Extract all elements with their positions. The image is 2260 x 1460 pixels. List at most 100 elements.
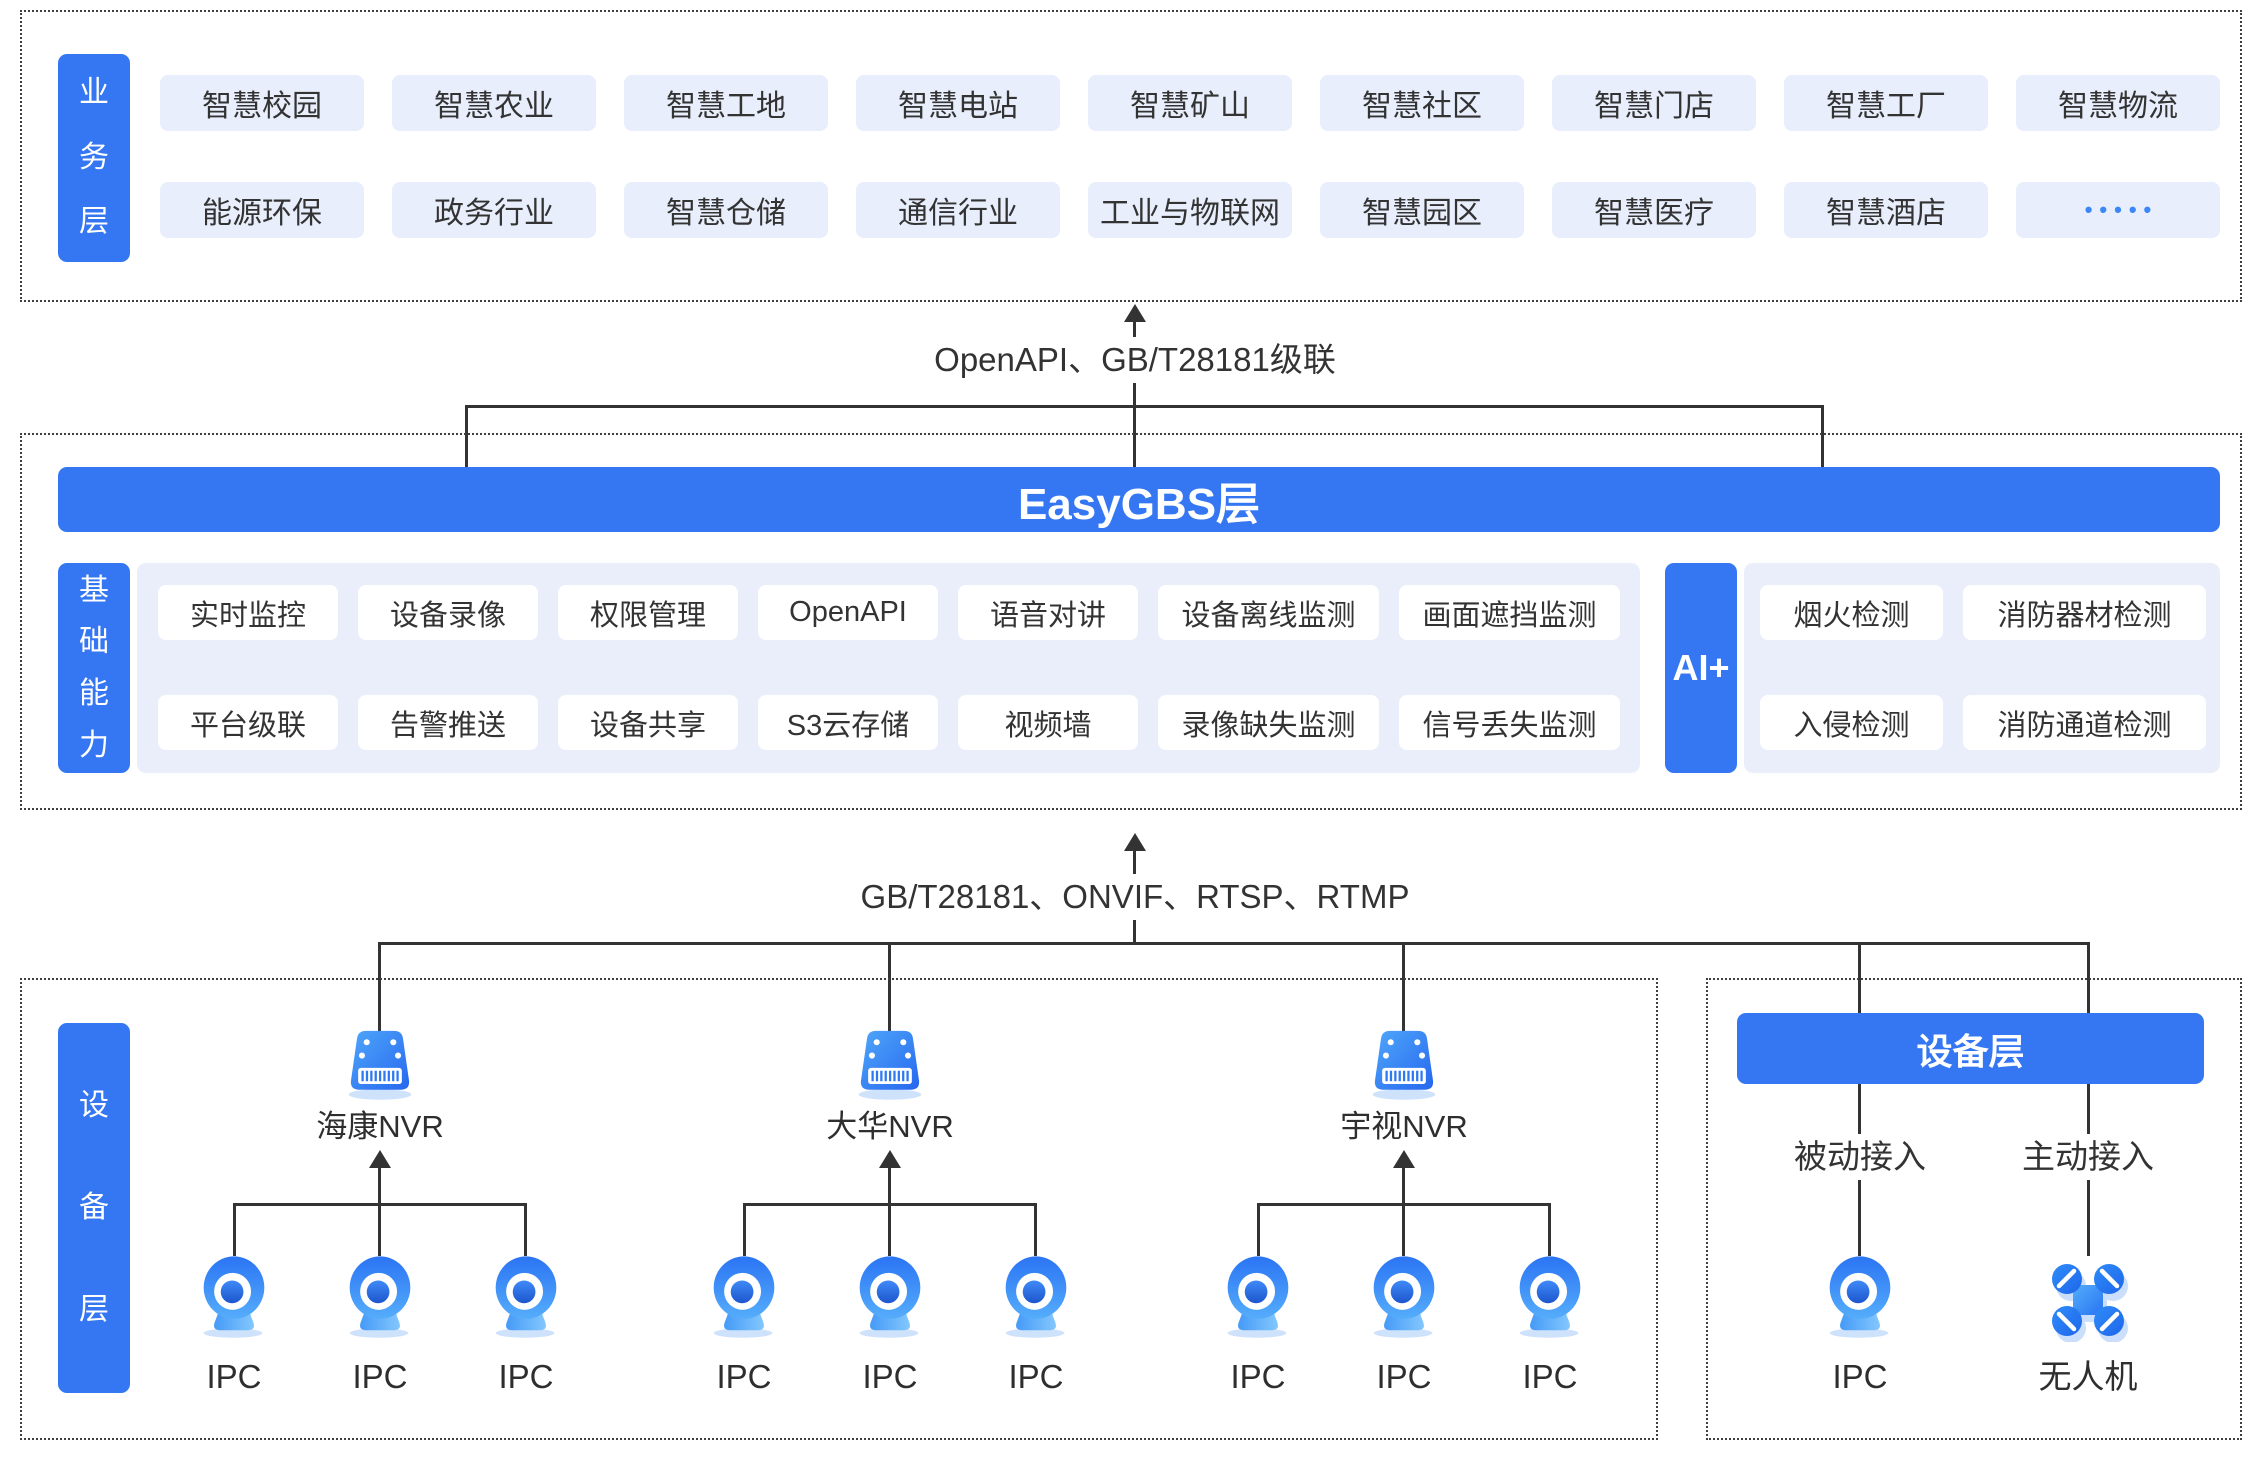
business-pill: 能源环保	[160, 182, 364, 238]
ipc-camera-icon	[1514, 1256, 1586, 1340]
ipc-camera-icon	[198, 1256, 270, 1340]
capability-pill: 实时监控	[158, 585, 338, 640]
capability-pill: 设备共享	[558, 695, 738, 750]
bottom-connector-label: GB/T28181、ONVIF、RTSP、RTMP	[844, 874, 1426, 920]
connector-line	[743, 1203, 1037, 1206]
ai-row-2: 入侵检测 消防通道检测	[1760, 695, 2206, 750]
connector-line	[1548, 1203, 1551, 1256]
connector-line	[1034, 1203, 1037, 1256]
capability-pill: 画面遮挡监测	[1399, 585, 1620, 640]
ai-pill: 烟火检测	[1760, 585, 1943, 640]
capability-pill: 视频墙	[958, 695, 1138, 750]
business-layer-box	[20, 10, 2242, 302]
ai-plus-label: AI+	[1665, 563, 1737, 773]
capability-pill: 告警推送	[358, 695, 538, 750]
ipc-camera-icon	[1824, 1256, 1896, 1340]
ipc-label: IPC	[1008, 1358, 1064, 1395]
ipc-label: IPC	[352, 1358, 408, 1395]
more-dots-icon: •••••	[2084, 197, 2159, 222]
business-pill: 智慧医疗	[1552, 182, 1756, 238]
easygbs-banner: EasyGBS层	[58, 467, 2220, 532]
capability-pill: 设备离线监测	[1158, 585, 1379, 640]
nvr-icon	[338, 1028, 422, 1104]
ipc-camera-icon	[344, 1256, 416, 1340]
access-mode-label: 主动接入	[2016, 1134, 2160, 1180]
capability-pill: S3云存储	[758, 695, 938, 750]
connector-line	[233, 1203, 527, 1206]
connector-line	[888, 1166, 891, 1256]
connector-line	[465, 405, 1824, 408]
ipc-camera-icon	[1000, 1256, 1072, 1340]
arrow-up-icon	[879, 1150, 901, 1168]
business-pill: 智慧仓储	[624, 182, 828, 238]
connector-line	[1257, 1203, 1260, 1256]
arrow-up-icon	[1124, 833, 1146, 851]
connector-line	[524, 1203, 527, 1256]
ipc-camera-icon	[708, 1256, 780, 1340]
business-pill: 智慧物流	[2016, 75, 2220, 131]
connector-line	[2087, 1084, 2090, 1134]
business-pill: 通信行业	[856, 182, 1060, 238]
business-pill: 智慧电站	[856, 75, 1060, 131]
connector-line	[743, 1203, 746, 1256]
ipc-camera-icon	[490, 1256, 562, 1340]
device-layer-left-box	[20, 978, 1658, 1440]
nvr-label: 海康NVR	[316, 1109, 444, 1144]
device-layer-label: 设备层	[58, 1023, 130, 1393]
business-pill: 政务行业	[392, 182, 596, 238]
ipc-label: IPC	[206, 1358, 262, 1395]
capability-pill: 信号丢失监测	[1399, 695, 1620, 750]
ipc-camera-icon	[1368, 1256, 1440, 1340]
connector-line	[1402, 942, 1405, 1032]
ipc-label: IPC	[716, 1358, 772, 1395]
business-pill: 智慧校园	[160, 75, 364, 131]
nvr-label: 大华NVR	[826, 1109, 954, 1144]
business-pill: 智慧社区	[1320, 75, 1524, 131]
arrow-up-icon	[1124, 304, 1146, 322]
capability-pill: 权限管理	[558, 585, 738, 640]
ipc-label: IPC	[862, 1358, 918, 1395]
business-pill: 智慧门店	[1552, 75, 1756, 131]
ipc-label: IPC	[1832, 1358, 1888, 1395]
capability-pill: 语音对讲	[958, 585, 1138, 640]
connector-line	[1402, 1166, 1405, 1256]
business-pill: 智慧工厂	[1784, 75, 1988, 131]
connector-line	[1858, 1180, 1861, 1256]
drone-icon	[2046, 1258, 2130, 1342]
easygbs-layer-box	[20, 433, 2242, 810]
connector-line	[378, 942, 381, 1032]
connector-line	[1858, 1084, 1861, 1134]
business-pill-more: •••••	[2016, 182, 2220, 238]
ai-pill: 入侵检测	[1760, 695, 1943, 750]
business-pill: 智慧矿山	[1088, 75, 1292, 131]
nvr-label: 宇视NVR	[1340, 1109, 1468, 1144]
arrow-up-icon	[369, 1150, 391, 1168]
business-row-1: 智慧校园 智慧农业 智慧工地 智慧电站 智慧矿山 智慧社区 智慧门店 智慧工厂 …	[160, 75, 2220, 131]
connector-line	[2087, 1180, 2090, 1256]
connector-line	[1257, 1203, 1551, 1206]
nvr-icon	[848, 1028, 932, 1104]
business-pill: 智慧园区	[1320, 182, 1524, 238]
business-pill: 智慧工地	[624, 75, 828, 131]
ipc-label: IPC	[1376, 1358, 1432, 1395]
connector-line	[1821, 405, 1824, 468]
capability-pill: 平台级联	[158, 695, 338, 750]
business-pill: 智慧酒店	[1784, 182, 1988, 238]
ipc-camera-icon	[1222, 1256, 1294, 1340]
capability-pill: 设备录像	[358, 585, 538, 640]
business-pill: 智慧农业	[392, 75, 596, 131]
capability-pill: OpenAPI	[758, 585, 938, 640]
ipc-label: IPC	[498, 1358, 554, 1395]
ipc-camera-icon	[854, 1256, 926, 1340]
access-mode-label: 被动接入	[1788, 1134, 1932, 1180]
connector-line	[1133, 320, 1136, 467]
business-row-2: 能源环保 政务行业 智慧仓储 通信行业 工业与物联网 智慧园区 智慧医疗 智慧酒…	[160, 182, 2220, 238]
ai-pill: 消防器材检测	[1963, 585, 2206, 640]
ipc-label: IPC	[1522, 1358, 1578, 1395]
connector-line	[379, 942, 2090, 945]
capability-row-2: 平台级联 告警推送 设备共享 S3云存储 视频墙 录像缺失监测 信号丢失监测	[158, 695, 1620, 750]
ai-pill: 消防通道检测	[1963, 695, 2206, 750]
connector-line	[465, 405, 468, 468]
connector-line	[888, 942, 891, 1032]
